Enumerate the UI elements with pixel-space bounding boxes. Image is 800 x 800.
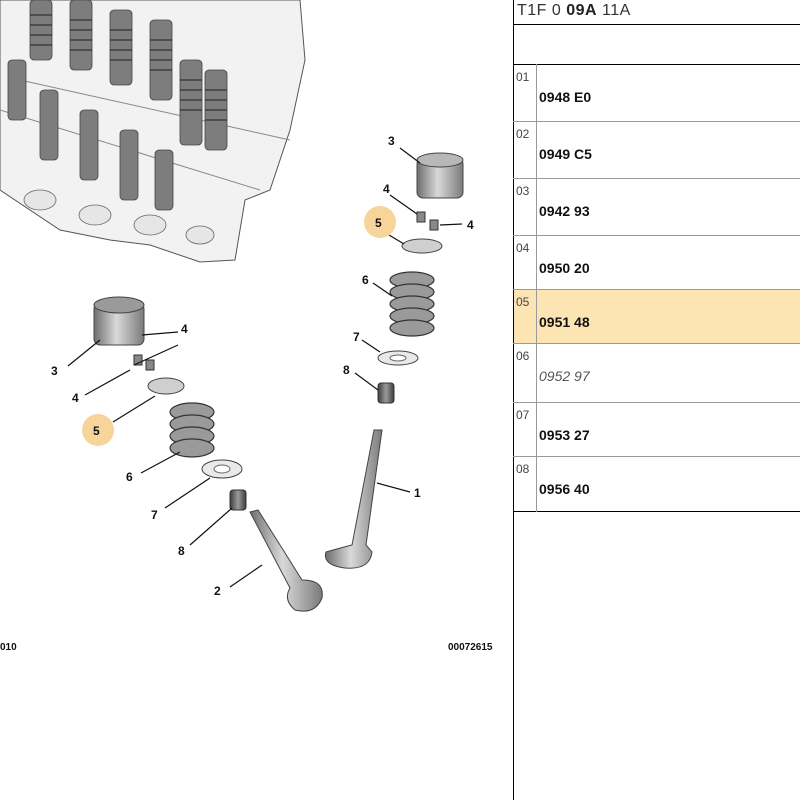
callout-4-right-a: 4 bbox=[383, 182, 390, 196]
keeper-left-a bbox=[133, 354, 143, 366]
left-valve-assembly bbox=[93, 296, 323, 612]
retainer-right bbox=[401, 238, 443, 254]
diagram-code-left: 010 bbox=[0, 642, 17, 653]
callout-8-left: 8 bbox=[178, 544, 185, 558]
row-divider bbox=[513, 178, 800, 179]
reference-number[interactable]: 0953 27 bbox=[539, 427, 590, 443]
reference-row-04[interactable]: 04 0950 20 bbox=[514, 236, 800, 292]
model-code-prefix: T1F 0 bbox=[517, 2, 567, 19]
seal-left bbox=[229, 489, 247, 511]
exploded-diagram: 1 2 3 3 4 4 4 4 5 5 6 6 7 7 8 8 010 0007… bbox=[0, 0, 493, 653]
callout-3-right: 3 bbox=[388, 134, 395, 148]
callout-5-right: 5 bbox=[375, 216, 382, 230]
panel-header: T1F 0 09A 11A bbox=[513, 0, 800, 24]
keeper-right-b bbox=[429, 219, 439, 231]
reference-index: 04 bbox=[516, 241, 530, 255]
reference-number[interactable]: 0952 97 bbox=[539, 368, 590, 384]
callout-badge-5-left bbox=[82, 414, 114, 446]
callout-2: 2 bbox=[214, 584, 221, 598]
callout-5-left: 5 bbox=[93, 424, 100, 438]
reference-index: 01 bbox=[516, 70, 530, 84]
header-divider bbox=[513, 24, 800, 25]
subheader-divider bbox=[513, 64, 800, 65]
reference-number[interactable]: 0951 48 bbox=[539, 314, 590, 330]
keeper-right-a bbox=[416, 211, 426, 223]
right-valve-assembly bbox=[324, 152, 464, 569]
reference-index: 02 bbox=[516, 127, 530, 141]
callout-1: 1 bbox=[414, 486, 421, 500]
callout-3-left: 3 bbox=[51, 364, 58, 378]
spring-left bbox=[169, 402, 215, 458]
panel-divider bbox=[513, 0, 514, 800]
model-code-bold: 09A bbox=[566, 2, 598, 19]
callout-7-left: 7 bbox=[151, 508, 158, 522]
callout-8-right: 8 bbox=[343, 363, 350, 377]
valve-left bbox=[249, 509, 323, 612]
reference-row-02[interactable]: 02 0949 C5 bbox=[514, 122, 800, 178]
callouts: 1 2 3 3 4 4 4 4 5 5 6 6 7 7 8 8 bbox=[51, 134, 474, 598]
reference-row-03[interactable]: 03 0942 93 bbox=[514, 179, 800, 235]
reference-index: 03 bbox=[516, 184, 530, 198]
row-divider bbox=[513, 235, 800, 236]
index-column-divider bbox=[536, 64, 537, 512]
retainer-left bbox=[147, 377, 185, 395]
row-divider bbox=[513, 121, 800, 122]
reference-row-08[interactable]: 08 0956 40 bbox=[514, 457, 800, 513]
cylinder-head-illustration bbox=[0, 0, 306, 263]
reference-index: 08 bbox=[516, 462, 530, 476]
table-bottom-divider bbox=[513, 511, 800, 512]
reference-index: 05 bbox=[516, 295, 530, 309]
valve-right bbox=[324, 429, 383, 569]
reference-index: 06 bbox=[516, 349, 530, 363]
reference-number[interactable]: 0956 40 bbox=[539, 481, 590, 497]
reference-number[interactable]: 0949 C5 bbox=[539, 146, 592, 162]
reference-row-06[interactable]: 06 0952 97 bbox=[514, 344, 800, 400]
diagram-code-right: 00072615 bbox=[448, 642, 493, 653]
model-code-suffix: 11A bbox=[597, 2, 631, 19]
reference-row-01[interactable]: 01 0948 E0 bbox=[514, 65, 800, 121]
reference-row-07[interactable]: 07 0953 27 bbox=[514, 403, 800, 459]
reference-index: 07 bbox=[516, 408, 530, 422]
model-code: T1F 0 09A 11A bbox=[517, 2, 631, 20]
callout-badge-5-right bbox=[364, 206, 396, 238]
row-divider bbox=[513, 343, 800, 344]
row-divider bbox=[513, 456, 800, 457]
keeper-left-b bbox=[145, 359, 155, 371]
callout-4-left-b: 4 bbox=[72, 391, 79, 405]
callout-7-right: 7 bbox=[353, 330, 360, 344]
leader-lines bbox=[67, 147, 463, 588]
reference-row-05-selected[interactable]: 05 0951 48 bbox=[514, 290, 800, 343]
spring-right bbox=[389, 271, 435, 337]
row-divider bbox=[513, 289, 800, 290]
callout-4-right-b: 4 bbox=[467, 218, 474, 232]
callout-4-left-a: 4 bbox=[181, 322, 188, 336]
reference-number[interactable]: 0950 20 bbox=[539, 260, 590, 276]
reference-panel: T1F 0 09A 11A 01 0948 E0 02 0949 C5 03 0… bbox=[513, 0, 800, 800]
reference-number[interactable]: 0942 93 bbox=[539, 203, 590, 219]
callout-6-left: 6 bbox=[126, 470, 133, 484]
callout-6-right: 6 bbox=[362, 273, 369, 287]
reference-number[interactable]: 0948 E0 bbox=[539, 89, 592, 105]
seal-right bbox=[377, 382, 395, 404]
row-divider bbox=[513, 402, 800, 403]
